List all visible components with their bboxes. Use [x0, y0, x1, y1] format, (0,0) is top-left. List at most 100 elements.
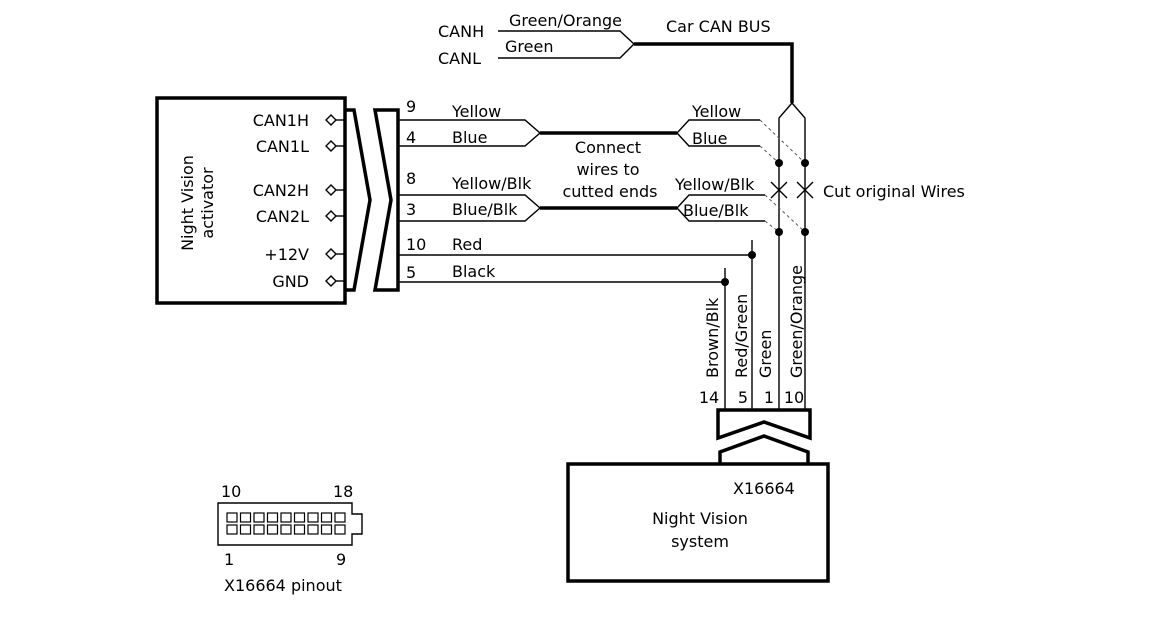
activator-wire-color: Blue — [452, 128, 487, 147]
pinout-pin-grid — [226, 512, 346, 535]
activator-wire-color: Yellow/Blk — [451, 174, 532, 193]
system-wire-color: Brown/Blk — [703, 297, 722, 378]
system-wire-pin: 5 — [738, 388, 748, 407]
can-bus-group: CANH CANL Green/Orange Green Car CAN BUS — [438, 11, 806, 395]
system-title-line1: Night Vision — [652, 509, 748, 528]
pinout-caption: X16664 pinout — [224, 576, 342, 595]
canh-wire-color: Green/Orange — [509, 11, 622, 30]
cut-mark-left — [770, 181, 788, 199]
system-wire-pin: 1 — [764, 388, 774, 407]
system-wire-pin: 10 — [784, 388, 804, 407]
cut-note: Cut original Wires — [823, 182, 965, 201]
activator-box — [155, 96, 347, 305]
activator-wire-color: Black — [452, 262, 496, 281]
activator-pin-marker — [325, 140, 337, 152]
canl-wire-color: Green — [505, 37, 553, 56]
connect-note-line3: cutted ends — [562, 182, 657, 201]
pinout-pin — [253, 512, 265, 523]
system-connector — [716, 408, 812, 464]
blue-link — [759, 145, 780, 164]
activator-wire-number: 9 — [406, 97, 416, 116]
pinout-pin — [226, 524, 238, 535]
pinout-pin — [266, 524, 279, 535]
activator-title-line1: Night Vision — [178, 155, 197, 251]
connect-note-line1: Connect — [575, 138, 641, 157]
pinout-bottom-right: 9 — [336, 550, 346, 569]
system-wire-color: Green — [756, 330, 775, 378]
activator-pin-label: CAN2H — [253, 181, 309, 200]
activator-pin-label: GND — [272, 272, 309, 291]
activator-pin-label: CAN2L — [256, 207, 309, 226]
activator-pin-labels: CAN1H CAN1L CAN2H CAN2L +12V GND — [253, 111, 345, 291]
activator-pin-label: +12V — [264, 245, 309, 264]
pinout-pin — [293, 524, 306, 535]
activator-pin-marker — [325, 248, 337, 260]
activator-wire-number: 3 — [406, 200, 416, 219]
splice-dot — [775, 228, 783, 236]
system-title-line2: system — [671, 532, 729, 551]
car-blue-blk-label: Blue/Blk — [683, 201, 749, 220]
pinout-pin — [266, 512, 279, 523]
splice-dot — [801, 228, 809, 236]
activator-pin-marker — [325, 210, 337, 222]
activator-wire-color: Yellow — [451, 102, 501, 121]
activator-pin-marker — [325, 184, 337, 196]
system-wire-color: Green/Orange — [787, 265, 806, 378]
system-wire-leads — [724, 395, 806, 410]
can-split-right — [791, 102, 806, 395]
system-connector-id: X16664 — [733, 479, 795, 498]
activator-title-line2: activator — [198, 167, 217, 239]
can-bus-title: Car CAN BUS — [666, 17, 771, 36]
car-can1-wire-pair — [676, 119, 760, 147]
splice-dot — [775, 159, 783, 167]
system-connector-plug — [716, 408, 812, 441]
can-split-left — [778, 102, 793, 395]
pinout-pin — [280, 524, 292, 535]
pinout-pin — [239, 512, 252, 523]
activator-wire-color: Blue/Blk — [452, 200, 518, 219]
activator-pin-label: CAN1L — [256, 137, 309, 156]
cut-mark-right — [796, 181, 814, 199]
black-wire — [398, 281, 726, 395]
activator-pin-marker — [325, 114, 337, 126]
pinout-pin — [253, 524, 265, 535]
car-can2-wire-pair — [676, 194, 765, 222]
pinout-legend: 10 18 1 9 X16664 pinout — [217, 482, 363, 595]
can-splice-group: Connect wires to cutted ends Yellow Blue… — [398, 102, 965, 286]
pinout-top-left: 10 — [221, 482, 241, 501]
car-yellow-blk-label: Yellow/Blk — [674, 175, 755, 194]
pinout-pin — [334, 512, 346, 523]
pinout-pin — [320, 512, 333, 523]
yellow-link — [759, 119, 806, 164]
can-bus-trunk — [634, 42, 794, 103]
activator-connector-plug — [372, 108, 400, 292]
pinout-pin — [226, 512, 238, 523]
pinout-pin — [307, 524, 319, 535]
activator-wire-color: Red — [452, 235, 482, 254]
pinout-pin — [320, 524, 333, 535]
activator-pin-marker — [325, 275, 337, 287]
power-wires — [398, 240, 753, 395]
splice-dot — [801, 159, 809, 167]
activator-wire-number: 10 — [406, 235, 426, 254]
pinout-connector-outline — [217, 502, 363, 546]
activator-connector-mating — [345, 108, 372, 292]
activator-wire-number: 5 — [406, 263, 416, 282]
pinout-pin — [239, 524, 252, 535]
car-yellow-label: Yellow — [691, 102, 741, 121]
system-wire-pin: 14 — [699, 388, 719, 407]
system-wire-color: Red/Green — [732, 294, 751, 378]
canl-label: CANL — [438, 49, 481, 68]
yellow-blk-link — [764, 194, 806, 233]
pinout-pin — [293, 512, 306, 523]
pinout-bottom-left: 1 — [224, 550, 234, 569]
pinout-pin — [280, 512, 292, 523]
system-connector-mating — [718, 434, 810, 464]
car-blue-label: Blue — [692, 129, 727, 148]
activator-pin-label: CAN1H — [253, 111, 309, 130]
pinout-pin — [307, 512, 319, 523]
activator-wire-number: 8 — [406, 169, 416, 188]
canh-label: CANH — [438, 22, 484, 41]
pinout-pin — [334, 524, 346, 535]
